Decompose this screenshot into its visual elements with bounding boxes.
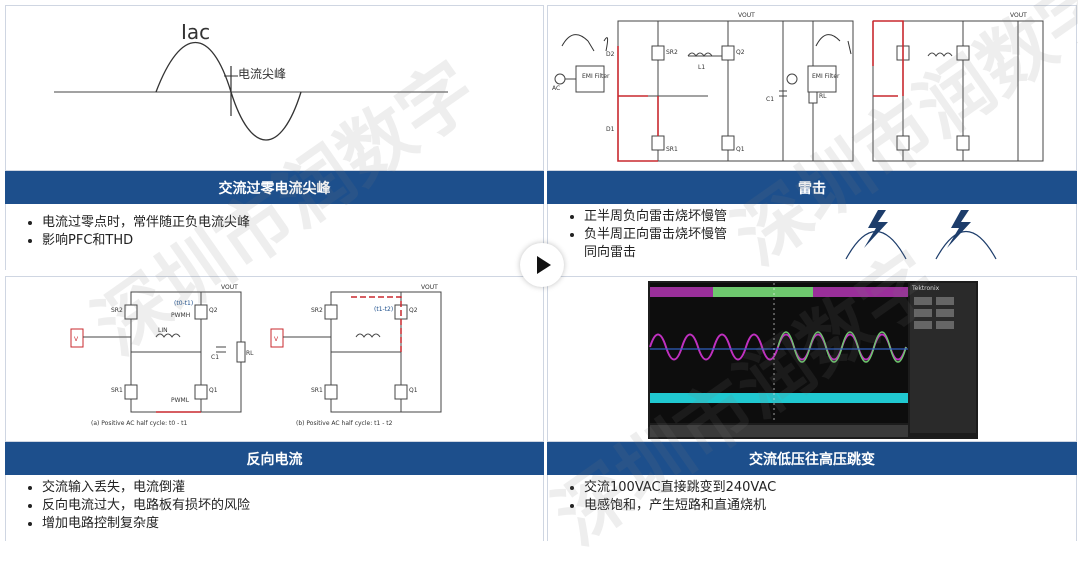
- bullet-list: 交流输入丢失，电流倒灌 反向电流过大，电路板有损坏的风险 增加电路控制复杂度: [5, 475, 544, 541]
- panel-lightning: EMI Filter: [547, 5, 1077, 270]
- bullet-item: 负半周正向雷击烧坏慢管: [584, 226, 1076, 244]
- svg-text:C1: C1: [766, 96, 774, 103]
- svg-text:VOUT: VOUT: [1010, 12, 1027, 19]
- svg-text:RL: RL: [246, 350, 254, 357]
- ac-spike-waveform: Iac 电流尖峰: [54, 20, 448, 141]
- bullet-item: 电感饱和，产生短路和直通烧机: [584, 497, 1076, 515]
- svg-text:SR2: SR2: [666, 49, 678, 56]
- svg-text:L1: L1: [698, 64, 705, 71]
- svg-text:SR2: SR2: [311, 307, 323, 314]
- svg-text:PWMH: PWMH: [171, 312, 190, 319]
- bullet-list: 交流100VAC直接跳变到240VAC 电感饱和，产生短路和直通烧机: [547, 475, 1077, 541]
- svg-text:(t1-t2): (t1-t2): [374, 306, 393, 313]
- bullet-item: 交流输入丢失，电流倒灌: [42, 479, 543, 497]
- svg-text:D1: D1: [606, 126, 615, 133]
- bullet-list: 正半周负向雷击烧坏慢管 负半周正向雷击烧坏慢管 同向雷击: [547, 204, 1077, 270]
- waveform-figure: Iac 电流尖峰: [5, 5, 544, 171]
- svg-text:V: V: [74, 336, 79, 343]
- panel-title: 交流低压往高压跳变: [547, 442, 1077, 475]
- bullet-item: 影响PFC和THD: [42, 232, 543, 250]
- svg-text:SR1: SR1: [111, 387, 123, 394]
- caption-b: (b) Positive AC half cycle: t1 - t2: [296, 420, 393, 427]
- circuit-right: EMI Filter VOUT: [786, 12, 1044, 162]
- scope-brand: Tektronix: [911, 285, 940, 292]
- circuit-figure: V SR2 SR1 Q2 Q1 LIN C1 RL: [5, 276, 544, 442]
- oscilloscope-screenshot: Tektronix: [648, 281, 978, 439]
- svg-text:Q2: Q2: [409, 307, 418, 314]
- svg-text:Q1: Q1: [209, 387, 218, 394]
- circuit-a: V SR2 SR1 Q2 Q1 LIN C1 RL: [70, 284, 254, 427]
- svg-text:D2: D2: [606, 51, 615, 58]
- panel-title: 雷击: [547, 171, 1077, 204]
- bullet-item: 交流100VAC直接跳变到240VAC: [584, 479, 1076, 497]
- circuit-figure: EMI Filter: [547, 5, 1077, 171]
- svg-text:C1: C1: [211, 354, 219, 361]
- svg-text:Q1: Q1: [736, 146, 745, 153]
- svg-text:VOUT: VOUT: [221, 284, 238, 291]
- svg-text:RL: RL: [819, 93, 827, 100]
- circuit-b: V SR2 SR1 Q2 Q1 VOUT (t1-t2) (b) Positiv…: [270, 284, 442, 427]
- panel-ac-voltage-jump: Tektronix 交流低压往高压跳变 交流100VAC直接跳变到240VAC …: [547, 276, 1077, 541]
- bullet-item: 增加电路控制复杂度: [42, 515, 543, 533]
- svg-text:EMI Filter: EMI Filter: [812, 73, 840, 80]
- svg-text:Q2: Q2: [209, 307, 218, 314]
- bullet-item: 同向雷击: [584, 245, 637, 260]
- panel-reverse-current: V SR2 SR1 Q2 Q1 LIN C1 RL: [5, 276, 544, 541]
- bullet-item: 电流过零点时，常伴随正负电流尖峰: [42, 214, 543, 232]
- lightning-circuits: EMI Filter: [552, 12, 1044, 162]
- svg-text:SR2: SR2: [111, 307, 123, 314]
- bullet-item: 正半周负向雷击烧坏慢管: [584, 208, 1076, 226]
- svg-text:VOUT: VOUT: [738, 12, 755, 19]
- oscilloscope-figure: Tektronix: [547, 276, 1077, 442]
- svg-text:LIN: LIN: [158, 327, 168, 334]
- iac-label: Iac: [181, 20, 210, 44]
- svg-text:AC: AC: [552, 85, 560, 92]
- reverse-current-circuits: V SR2 SR1 Q2 Q1 LIN C1 RL: [70, 284, 442, 427]
- svg-text:SR1: SR1: [311, 387, 323, 394]
- svg-text:Q1: Q1: [409, 387, 418, 394]
- spike-label: 电流尖峰: [238, 67, 286, 81]
- panel-title: 反向电流: [5, 442, 544, 475]
- lightning-illustration: [845, 210, 997, 260]
- bullet-list: 电流过零点时，常伴随正负电流尖峰 影响PFC和THD: [5, 204, 544, 270]
- panel-ac-zero-cross-spike: Iac 电流尖峰 交流过零电流尖峰 电流过零点时，常伴随正负电流尖峰 影响PFC…: [5, 5, 544, 270]
- svg-text:SR1: SR1: [666, 146, 678, 153]
- svg-text:(t0-t1): (t0-t1): [174, 300, 193, 307]
- play-button[interactable]: [520, 243, 564, 287]
- svg-text:VOUT: VOUT: [421, 284, 438, 291]
- circuit-left: EMI Filter: [552, 12, 854, 162]
- panel-title: 交流过零电流尖峰: [5, 171, 544, 204]
- caption-a: (a) Positive AC half cycle: t0 - t1: [91, 420, 188, 427]
- emi-label: EMI Filter: [582, 73, 610, 80]
- svg-text:Q2: Q2: [736, 49, 745, 56]
- bullet-item: 反向电流过大，电路板有损坏的风险: [42, 497, 543, 515]
- play-icon: [537, 256, 551, 274]
- svg-text:PWML: PWML: [171, 397, 190, 404]
- svg-text:V: V: [274, 336, 279, 343]
